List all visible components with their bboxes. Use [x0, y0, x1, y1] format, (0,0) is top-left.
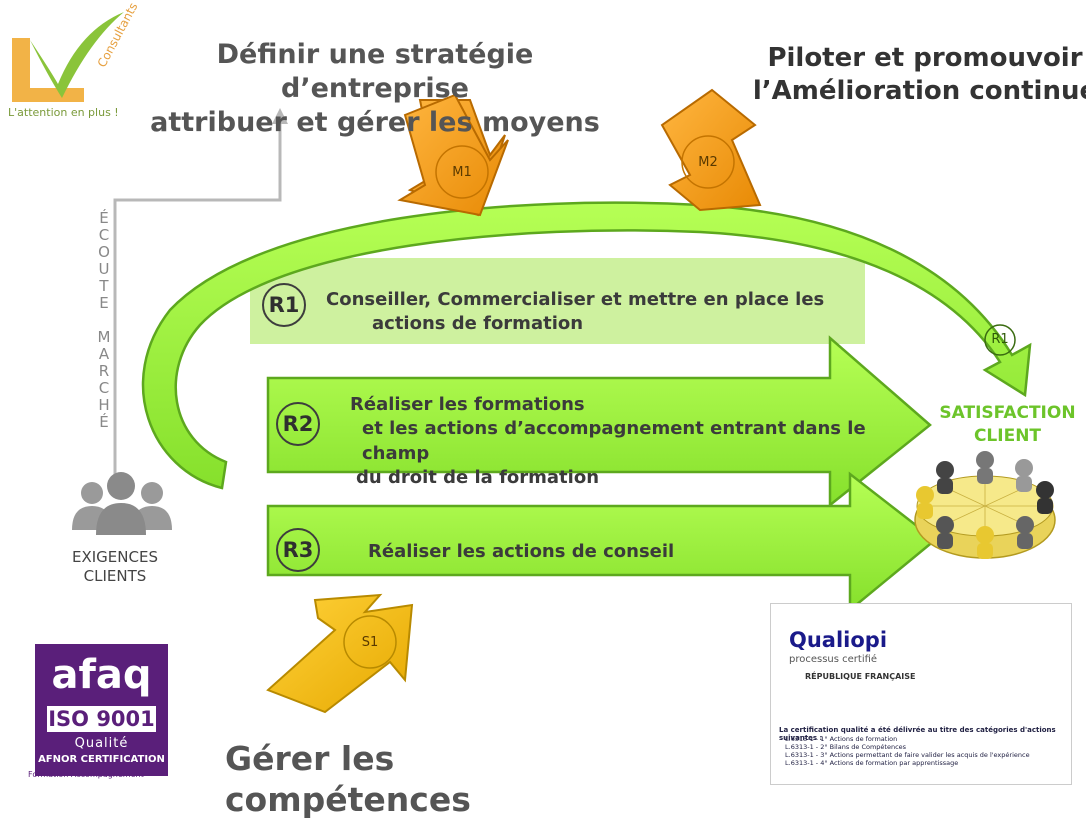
r1-text: Conseiller, Commercialiser et mettre en … — [326, 288, 846, 337]
r2-text-line3: du droit de la formation — [356, 466, 600, 488]
r3-arrow — [266, 471, 938, 613]
client-requirements-label: EXIGENCES CLIENTS — [72, 548, 158, 585]
qualiopi-subtitle: processus certifié — [789, 654, 878, 665]
client-satisfaction-label: SATISFACTION CLIENT — [939, 403, 1076, 446]
skills-title: Gérer les compétences — [225, 739, 471, 820]
improvement-title: Piloter et promouvoir l’Amélioration con… — [745, 42, 1086, 107]
qualiopi-republic: RÉPUBLIQUE FRANÇAISE — [805, 672, 916, 681]
m1-arrow — [397, 93, 509, 217]
qualiopi-certificate: Qualiopi processus certifié RÉPUBLIQUE F… — [770, 603, 1072, 785]
strategy-title: Définir une stratégie d’entreprise attri… — [130, 38, 620, 139]
m2-label: M2 — [698, 155, 718, 170]
r1-text-line2: actions de formation — [372, 313, 584, 335]
r2-text-line1: Réaliser les formations — [350, 394, 585, 415]
afaq-cert-label: AFNOR CERTIFICATION — [38, 754, 165, 765]
r1-badge: R1 — [262, 283, 306, 327]
people-group-icon — [72, 472, 172, 535]
lv-consultants-logo — [12, 12, 124, 102]
s1-arrow — [266, 593, 414, 714]
r1-text-line1: Conseiller, Commercialiser et mettre en … — [326, 289, 825, 310]
afaq-scope-label: Formation Accompagnement — [28, 770, 144, 779]
afaq-iso-logo: afaq ISO 9001 Qualité AFNOR CERTIFICATIO… — [35, 644, 168, 776]
s1-label: S1 — [361, 635, 379, 650]
market-listening-label: É C O U T E M A R C H É — [97, 209, 111, 431]
qualiopi-item: L.6313-1 - 3° Actions permettant de fair… — [785, 751, 1030, 759]
strategy-title-line2: attribuer et gérer les moyens — [150, 106, 600, 138]
r2-text-line2: et les actions d’accompagnement entrant … — [362, 418, 866, 464]
afaq-wordmark: afaq — [51, 652, 152, 698]
qualiopi-logo: Qualiopi — [789, 628, 888, 652]
r2-arrow — [266, 335, 932, 508]
r3-badge: R3 — [276, 528, 320, 572]
qualiopi-item: L.6313-1 - 4° Actions de formation par a… — [785, 759, 959, 767]
r1-band — [250, 258, 865, 344]
strategy-title-line1: Définir une stratégie d’entreprise — [216, 39, 534, 104]
r2-badge: R2 — [276, 402, 320, 446]
logo-tagline: L'attention en plus ! — [8, 106, 119, 119]
r2-text: Réaliser les formations et les actions d… — [350, 393, 930, 490]
m2-arrow — [660, 88, 762, 212]
r1-end-circle — [984, 324, 1016, 356]
m1-label: M1 — [452, 165, 472, 180]
diagram-graphics — [12, 12, 1056, 714]
r1-end-label: R1 — [991, 332, 1009, 347]
qualiopi-items: L.6313-1 - 1° Actions de formation L.631… — [785, 735, 1067, 767]
round-table-people-icon — [914, 451, 1056, 559]
improvement-title-line2: l’Amélioration continue — [752, 75, 1086, 106]
afaq-iso-label: ISO 9001 — [47, 706, 156, 732]
qualiopi-item: L.6313-1 - 1° Actions de formation — [785, 735, 898, 743]
qualiopi-intro: La certification qualité a été délivrée … — [779, 726, 1056, 742]
afaq-quality-label: Qualité — [74, 736, 129, 751]
r1-curved-arrow — [141, 201, 1032, 490]
qualiopi-item: L.6313-1 - 2° Bilans de Compétences — [785, 743, 907, 751]
improvement-title-line1: Piloter et promouvoir — [767, 43, 1083, 73]
r3-text: Réaliser les actions de conseil — [368, 541, 675, 562]
market-feedback-line — [113, 108, 288, 480]
